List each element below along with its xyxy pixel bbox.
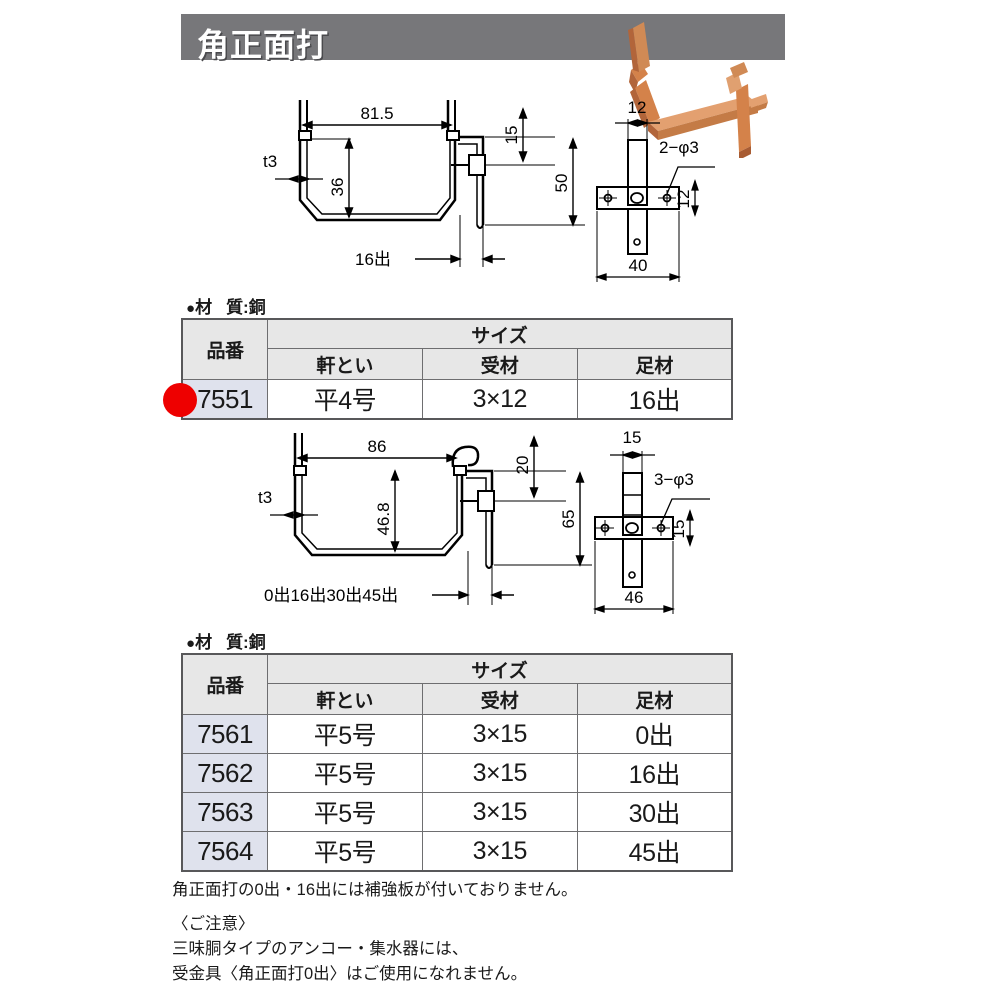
dim-projection-1: 16出: [355, 250, 391, 269]
cell-code: 7563: [181, 792, 268, 832]
notice-title: 〈ご注意〉: [172, 915, 255, 933]
technical-drawing-7551: 81.5 t3 36 15 50 16出: [263, 98, 715, 282]
dim-plate-height-1: 50: [552, 174, 571, 193]
table-row[interactable]: 7563 平5号 3×15 30出: [181, 792, 733, 832]
header-noki-1: 軒とい: [267, 348, 423, 380]
table-subheader-row: 軒とい 受材 足材: [182, 348, 733, 380]
cell-ashi: 45出: [576, 831, 733, 872]
dim-holes-1: 2−φ3: [659, 138, 699, 157]
cell-code: 7562: [181, 753, 268, 793]
header-size-group-2: サイズ: [267, 653, 733, 684]
dim-width-top-2: 86: [368, 437, 387, 456]
header-ashi-1: 足材: [576, 348, 733, 380]
spec-table-7551: 品番 サイズ 軒とい 受材 足材 7551 平4号 3×12 16出: [181, 318, 733, 420]
cell-noki: 平5号: [267, 831, 423, 872]
dim-base-width-2: 46: [625, 588, 644, 607]
material-key-2: 材: [195, 633, 213, 652]
cell-code: 7564: [181, 831, 268, 872]
dim-plate-top-2: 20: [513, 456, 532, 475]
cell-ashi: 16出: [576, 379, 733, 420]
header-uke-1: 受材: [421, 348, 578, 380]
dim-thickness-1: t3: [263, 152, 277, 171]
title-banner: [181, 14, 785, 60]
cell-ashi: 16出: [576, 753, 733, 793]
material-label-1: ●材質:銅: [186, 293, 266, 318]
cell-noki: 平5号: [267, 792, 423, 832]
material-value-1: 質:銅: [226, 298, 266, 317]
header-uke-2: 受材: [421, 683, 578, 715]
cell-uke: 3×15: [421, 831, 578, 872]
dim-width-top-1: 81.5: [360, 104, 393, 123]
table-row[interactable]: 7562 平5号 3×15 16出: [181, 753, 733, 793]
material-label-2: ●材質:銅: [186, 628, 266, 653]
header-code-2: 品番: [181, 653, 268, 715]
dim-plate-width-1: 12: [628, 98, 647, 117]
cell-uke: 3×15: [421, 792, 578, 832]
dim-depth-2: 46.8: [374, 502, 393, 535]
technical-drawing-756x: 86 t3 46.8 20 65 0出16出30出45出: [258, 428, 710, 614]
table-subheader-row: 軒とい 受材 足材: [182, 683, 733, 715]
dim-thickness-2: t3: [258, 488, 272, 507]
material-key-1: 材: [195, 298, 213, 317]
header-size-group-1: サイズ: [267, 318, 733, 349]
red-marker-dot: [163, 383, 197, 417]
cell-uke: 3×15: [421, 753, 578, 793]
table-row[interactable]: 7564 平5号 3×15 45出: [181, 831, 733, 872]
table-row[interactable]: 7551 平4号 3×12 16出: [181, 379, 733, 420]
notice-block: 〈ご注意〉 三味胴タイプのアンコー・集水器には、 受金具〈角正面打0出〉はご使用…: [172, 912, 527, 987]
spec-table-756x: 品番 サイズ 軒とい 受材 足材 7561 平5号 3×15 0出 7562 平…: [181, 653, 733, 872]
dim-projection-2: 0出16出30出45出: [264, 586, 398, 605]
dim-hole-spacing-1: 12: [674, 190, 693, 209]
bullet-icon: ●: [186, 635, 196, 652]
cell-noki: 平5号: [267, 714, 423, 754]
header-code-1: 品番: [181, 318, 268, 380]
dim-plate-top-1: 15: [502, 126, 521, 145]
cell-uke: 3×15: [421, 714, 578, 754]
dim-hole-spacing-2: 15: [669, 520, 688, 539]
cell-noki: 平5号: [267, 753, 423, 793]
cell-ashi: 0出: [576, 714, 733, 754]
material-value-2: 質:銅: [226, 633, 266, 652]
dim-holes-2: 3−φ3: [654, 470, 694, 489]
dim-depth-1: 36: [328, 178, 347, 197]
dim-plate-width-2: 15: [623, 428, 642, 447]
notice-line-1: 三味胴タイプのアンコー・集水器には、: [172, 940, 469, 958]
notice-line-2: 受金具〈角正面打0出〉はご使用になれません。: [172, 965, 528, 983]
dim-base-width-1: 40: [629, 256, 648, 275]
table-header-row: 品番 サイズ: [181, 318, 733, 380]
table-header-row: 品番 サイズ: [181, 653, 733, 715]
dim-plate-height-2: 65: [559, 510, 578, 529]
cell-ashi: 30出: [576, 792, 733, 832]
cell-uke: 3×12: [421, 379, 578, 420]
header-noki-2: 軒とい: [267, 683, 423, 715]
table-row[interactable]: 7561 平5号 3×15 0出: [181, 714, 733, 754]
header-ashi-2: 足材: [576, 683, 733, 715]
bullet-icon: ●: [186, 300, 196, 317]
footnote-reinforcement: 角正面打の0出・16出には補強板が付いておりません。: [172, 881, 578, 899]
copper-gutter-bracket-photo: [628, 22, 768, 158]
cell-code: 7561: [181, 714, 268, 754]
page-title: 角正面打: [197, 27, 330, 63]
cell-noki: 平4号: [267, 379, 423, 420]
